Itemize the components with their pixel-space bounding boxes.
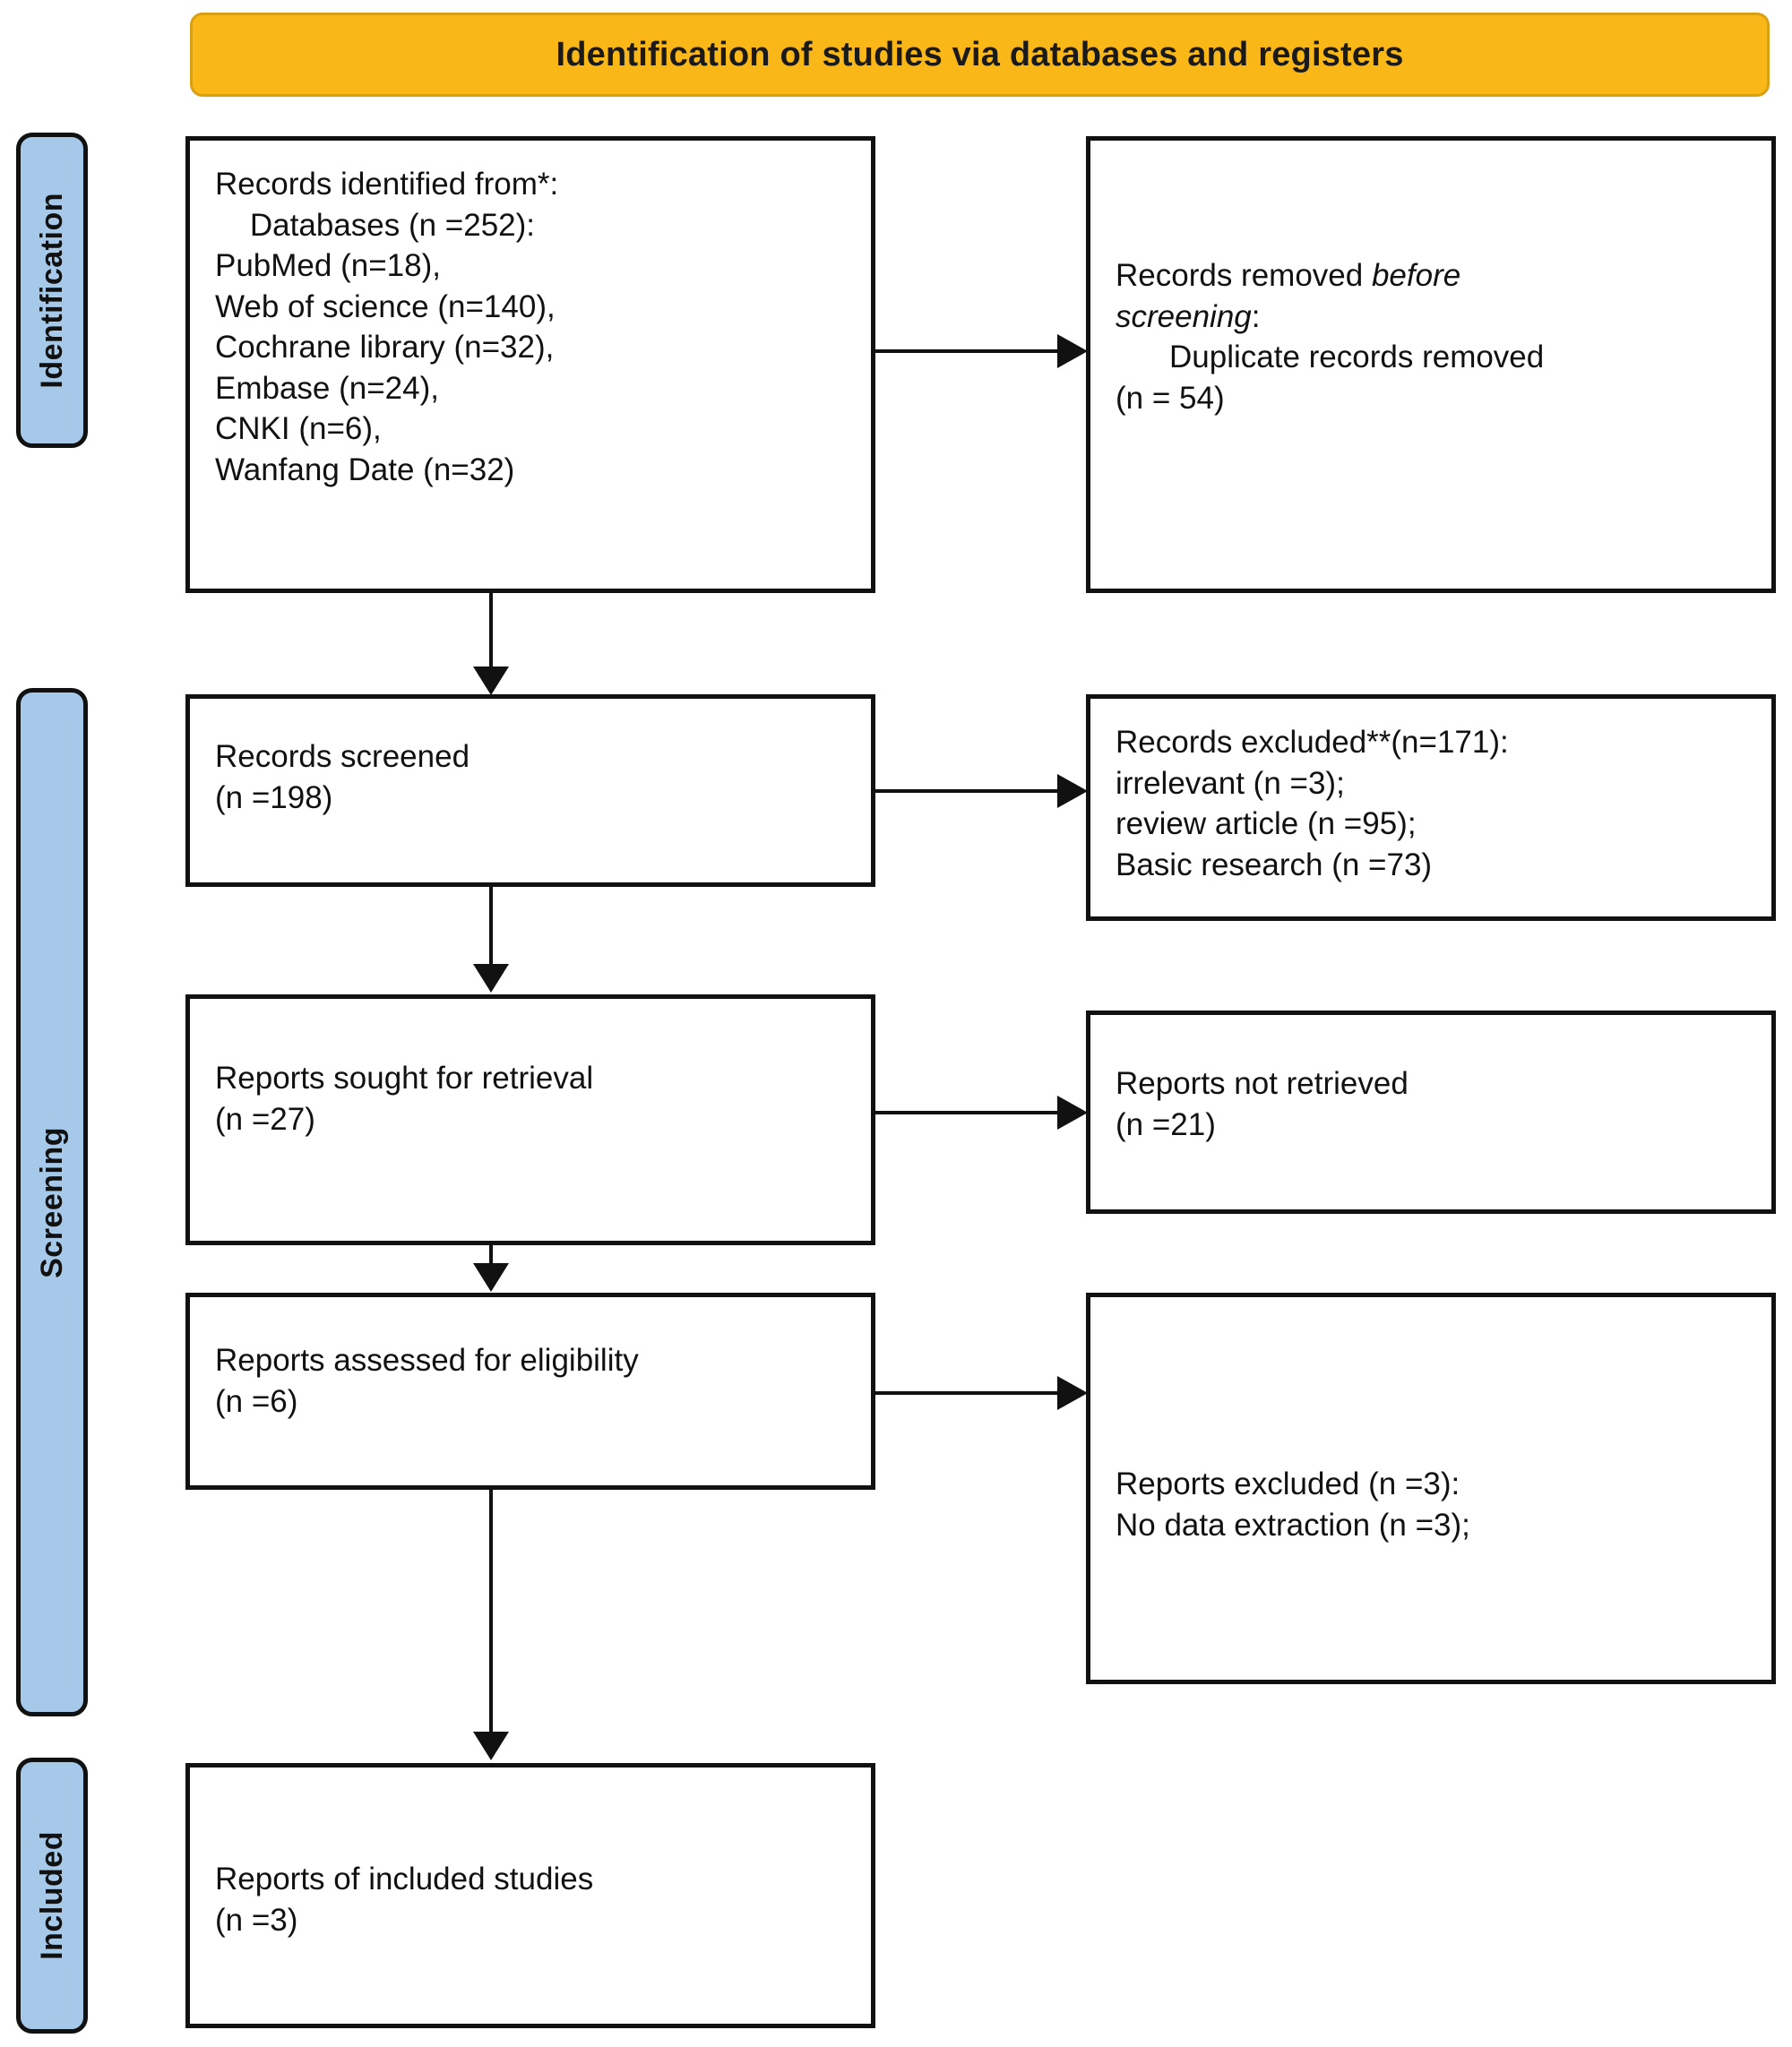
removed-line1-italic: before <box>1371 258 1461 293</box>
box-records-removed: Records removed before screening: Duplic… <box>1086 136 1776 593</box>
box-records-screened: Records screened (n =198) <box>185 694 875 887</box>
box-reports-assessed: Reports assessed for eligibility (n =6) <box>185 1293 875 1490</box>
box-reports-excluded-eligibility-text: Reports excluded (n =3): No data extract… <box>1116 1466 1470 1543</box>
removed-line3: Duplicate records removed <box>1169 340 1545 374</box>
box-reports-excluded-eligibility: Reports excluded (n =3): No data extract… <box>1086 1293 1776 1684</box>
box-reports-not-retrieved: Reports not retrieved (n =21) <box>1086 1011 1776 1214</box>
arrow-identified-to-screened-line <box>489 593 493 670</box>
removed-line2-normal: : <box>1251 298 1261 334</box>
box-records-excluded-screening: Records excluded**(n=171): irrelevant (n… <box>1086 694 1776 921</box>
removed-line1-normal: Records removed <box>1116 258 1372 293</box>
banner-title: Identification of studies via databases … <box>556 35 1404 73</box>
stage-label-screening: Screening <box>34 1126 69 1278</box>
stage-label-included: Included <box>34 1831 69 1960</box>
arrow-sought-to-assessed-line <box>489 1245 493 1265</box>
arrow-sought-to-assessed-head-icon <box>473 1263 509 1292</box>
stage-label-identification: Identification <box>34 192 69 389</box>
arrow-screened-to-sought-head-icon <box>473 964 509 993</box>
box-records-identified: Records identified from*: Databases (n =… <box>185 136 875 593</box>
banner-identification: Identification of studies via databases … <box>190 13 1770 97</box>
arrow-screened-to-excluded-line <box>875 789 1059 793</box>
box-reports-included-text: Reports of included studies (n =3) <box>215 1862 594 1938</box>
box-reports-sought-text: Reports sought for retrieval (n =27) <box>215 1061 594 1137</box>
arrow-identified-to-removed-head-icon <box>1057 334 1088 368</box>
box-reports-not-retrieved-text: Reports not retrieved (n =21) <box>1116 1066 1409 1142</box>
arrow-sought-to-notretrieved-line <box>875 1111 1059 1114</box>
arrow-identified-to-removed-line <box>875 349 1059 353</box>
arrow-assessed-to-excluded-line <box>875 1391 1059 1395</box>
box-records-removed-text: Records removed before screening: Duplic… <box>1116 255 1757 418</box>
box-records-identified-text: Records identified from*: Databases (n =… <box>215 167 559 487</box>
box-records-excluded-screening-text: Records excluded**(n=171): irrelevant (n… <box>1116 725 1509 882</box>
arrow-assessed-to-included-head-icon <box>473 1732 509 1760</box>
box-reports-sought: Reports sought for retrieval (n =27) <box>185 994 875 1245</box>
arrow-sought-to-notretrieved-head-icon <box>1057 1096 1088 1130</box>
box-records-screened-text: Records screened (n =198) <box>215 739 470 815</box>
arrow-screened-to-sought-line <box>489 887 493 966</box>
stage-bar-included: Included <box>16 1758 88 2034</box>
removed-line2-italic: screening <box>1116 298 1252 334</box>
removed-line4: (n = 54) <box>1116 380 1225 416</box>
stage-bar-screening: Screening <box>16 688 88 1716</box>
box-reports-assessed-text: Reports assessed for eligibility (n =6) <box>215 1343 639 1419</box>
stage-bar-identification: Identification <box>16 133 88 448</box>
arrow-assessed-to-excluded-head-icon <box>1057 1376 1088 1410</box>
arrow-assessed-to-included-line <box>489 1490 493 1733</box>
arrow-screened-to-excluded-head-icon <box>1057 774 1088 808</box>
arrow-identified-to-screened-head-icon <box>473 667 509 695</box>
box-reports-included: Reports of included studies (n =3) <box>185 1763 875 2028</box>
